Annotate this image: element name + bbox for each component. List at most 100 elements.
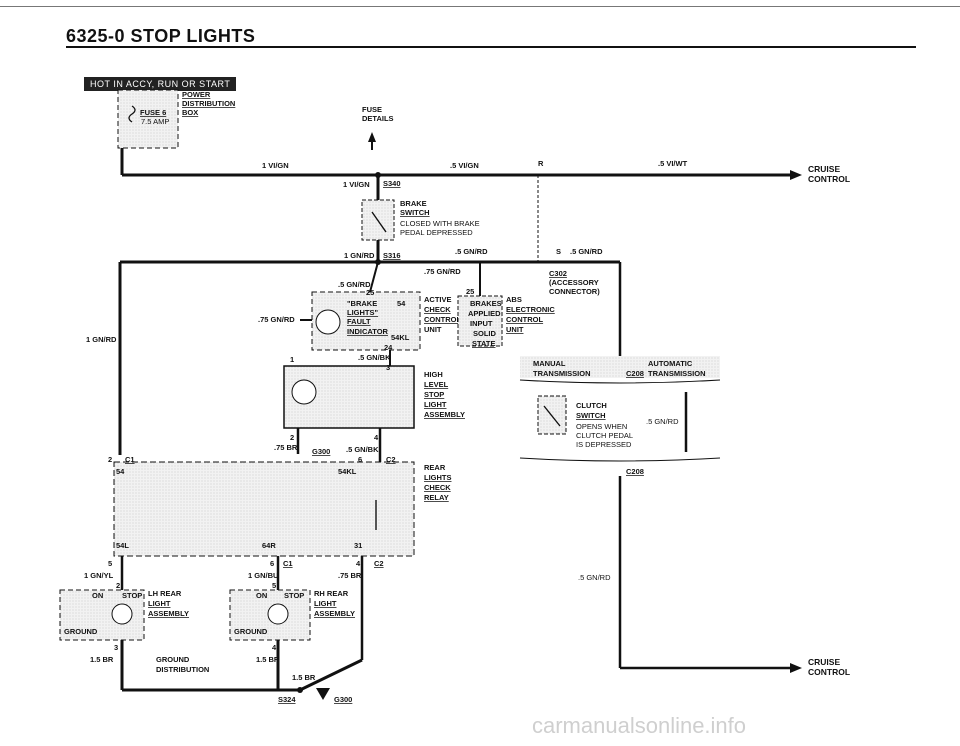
wire-5-gn-bk-b: .5 GN/BK — [346, 445, 379, 454]
watermark: carmanualsonline.info — [532, 713, 747, 738]
wire-1-gn-rd-left: 1 GN/RD — [86, 335, 117, 344]
hl-1: HIGH — [424, 370, 443, 379]
wire-5-vi-wt: .5 VI/WT — [658, 159, 688, 168]
pin-2b: 2 — [108, 455, 112, 464]
wire-5-gn-rd-e: .5 GN/RD — [578, 573, 611, 582]
wire-5-gn-rd-d: .5 GN/RD — [646, 417, 679, 426]
top-rule — [0, 6, 960, 7]
fuse-symbol — [128, 105, 136, 123]
rh-ground: GROUND — [234, 627, 268, 636]
wire-s: S — [556, 247, 561, 256]
splice-s324 — [297, 687, 303, 693]
pin-4b: 4 — [356, 559, 361, 568]
pin-25a: 25 — [366, 288, 374, 297]
rh-on: ON — [256, 591, 267, 600]
pdb-label-3: BOX — [182, 108, 198, 117]
pin-31: 31 — [354, 541, 362, 550]
s316-label: S316 — [383, 251, 401, 260]
wire-75-br-b: .75 BR — [338, 571, 362, 580]
lh-3: ASSEMBLY — [148, 609, 189, 618]
ground-dist-2: DISTRIBUTION — [156, 665, 209, 674]
pin-6b: 6 — [270, 559, 274, 568]
warn-4: INDICATOR — [347, 327, 389, 336]
brake-switch-3: CLOSED WITH BRAKE — [400, 219, 480, 228]
fuse-details-arrow — [368, 132, 376, 142]
warn-54: 54 — [397, 299, 406, 308]
rr-3: CHECK — [424, 483, 451, 492]
rh-stop: STOP — [284, 591, 304, 600]
c1-b: C1 — [283, 559, 293, 568]
pin-2c: 2 — [116, 581, 120, 590]
pin-4a: 4 — [374, 433, 379, 442]
manual-2: TRANSMISSION — [533, 369, 591, 378]
pdb-label-2: DISTRIBUTION — [182, 99, 235, 108]
hl-4: LIGHT — [424, 400, 447, 409]
pin-54: 54 — [116, 467, 125, 476]
abs-3: INPUT — [470, 319, 493, 328]
warn-2: LIGHTS" — [347, 308, 378, 317]
c208-a: C208 — [626, 369, 644, 378]
pin-64r: 64R — [262, 541, 276, 550]
fuse-name: FUSE 6 — [140, 108, 166, 117]
page-title: 6325-0 STOP LIGHTS — [66, 26, 256, 46]
rear-lights-check-relay — [113, 461, 415, 557]
c208-b: C208 — [626, 467, 644, 476]
abs-1: BRAKES — [470, 299, 502, 308]
wire-5-gn-rd-b: .5 GN/RD — [570, 247, 603, 256]
wire-5-vi-gn: .5 VI/GN — [450, 161, 479, 170]
wire-15-br-b: 1.5 BR — [256, 655, 280, 664]
hl-3: STOP — [424, 390, 444, 399]
cruise-control-1b: CONTROL — [808, 174, 850, 184]
acu-1: ACTIVE — [424, 295, 452, 304]
fuse-details-1: FUSE — [362, 105, 382, 114]
clutch-3: OPENS WHEN — [576, 422, 627, 431]
transmission-band — [520, 356, 720, 378]
wire-1-gn-rd: 1 GN/RD — [344, 251, 375, 260]
abs-l4: UNIT — [506, 325, 524, 334]
abs-unit-box — [457, 295, 503, 347]
rh-1: RH REAR — [314, 589, 349, 598]
pin-1: 1 — [290, 355, 294, 364]
manual-1: MANUAL — [533, 359, 566, 368]
wire-5-gn-bk: .5 GN/BK — [358, 353, 391, 362]
pin-4c: 4 — [272, 643, 277, 652]
rh-3: ASSEMBLY — [314, 609, 355, 618]
g300-a: G300 — [312, 447, 330, 456]
ground-dist-1: GROUND — [156, 655, 190, 664]
abs-l3: CONTROL — [506, 315, 543, 324]
wire-75-gn-rd-b: .75 GN/RD — [258, 315, 295, 324]
acu-2: CHECK — [424, 305, 451, 314]
cruise-control-1a: CRUISE — [808, 164, 840, 174]
pin-54l: 54L — [116, 541, 129, 550]
wire-1-vi-gn: 1 VI/GN — [262, 161, 289, 170]
clutch-5: IS DEPRESSED — [576, 440, 632, 449]
lh-ground: GROUND — [64, 627, 98, 636]
rr-1: REAR — [424, 463, 446, 472]
s340-label: S340 — [383, 179, 401, 188]
power-distribution-box — [117, 89, 179, 149]
fuse-details-2: DETAILS — [362, 114, 394, 123]
clutch-switch-box — [537, 395, 567, 435]
abs-l2: ELECTRONIC — [506, 305, 555, 314]
wire-5-gn-rd-a: .5 GN/RD — [455, 247, 488, 256]
rr-2: LIGHTS — [424, 473, 452, 482]
c1-a: C1 — [125, 455, 135, 464]
lh-stop: STOP — [122, 591, 142, 600]
cruise-arrow-1 — [790, 170, 802, 180]
wire-1-vi-gn-b: 1 VI/GN — [343, 180, 370, 189]
c302-label: C302 — [549, 269, 567, 278]
clutch-1: CLUTCH — [576, 401, 607, 410]
pin-5b: 5 — [272, 581, 276, 590]
c2-a: C2 — [386, 455, 396, 464]
lh-1: LH REAR — [148, 589, 182, 598]
acu-4: UNIT — [424, 325, 442, 334]
cruise-arrow-2 — [790, 663, 802, 673]
high-stop-bulb-icon — [291, 379, 317, 405]
acu-3: CONTROL — [424, 315, 461, 324]
clutch-4: CLUTCH PEDAL — [576, 431, 633, 440]
pin-3b: 3 — [114, 643, 118, 652]
fuse-rating: 7.5 AMP — [141, 117, 169, 126]
hl-2: LEVEL — [424, 380, 449, 389]
abs-2: APPLIED — [468, 309, 501, 318]
